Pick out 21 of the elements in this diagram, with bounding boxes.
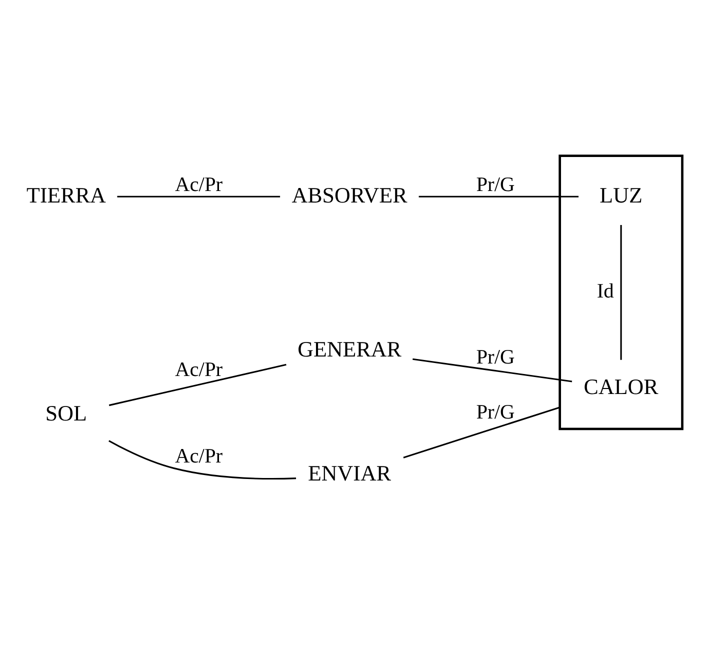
edge-label: Ac/Pr: [175, 445, 223, 468]
edge-label: Ac/Pr: [175, 358, 223, 381]
edge-label: Pr/G: [476, 173, 515, 196]
connector: [403, 406, 560, 458]
edge-label: Id: [596, 280, 614, 302]
edge-label: Ac/Pr: [175, 173, 223, 196]
connector: [418, 195, 579, 197]
node-text: TIERRA: [26, 182, 106, 207]
cluster: [558, 154, 684, 430]
node-text: LUZ: [600, 182, 642, 207]
node-text: ABSORVER: [292, 182, 408, 207]
node-text: GENERAR: [298, 336, 402, 361]
connector: [620, 224, 622, 360]
node-text: CALOR: [584, 373, 658, 398]
connector: [108, 363, 286, 406]
connector: [108, 440, 296, 480]
node-text: ENVIAR: [308, 460, 391, 485]
edge-label: Pr/G: [476, 401, 515, 424]
connector: [117, 195, 280, 197]
node-text: SOL: [45, 400, 87, 426]
edge-label: Pr/G: [476, 346, 515, 368]
